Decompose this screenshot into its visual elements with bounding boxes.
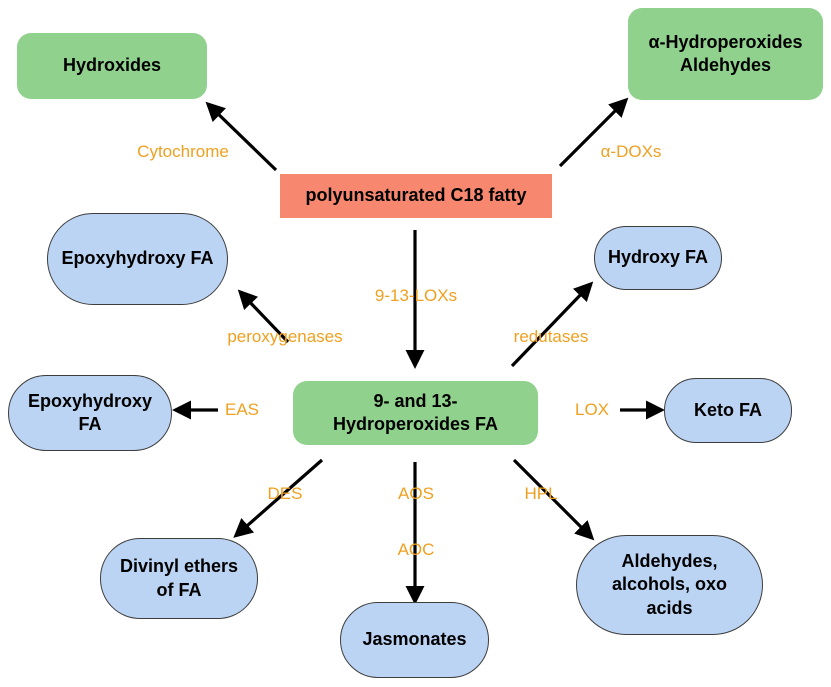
node-jasmonates: Jasmonates (340, 602, 489, 678)
arrow-to-epoxyhydroxy-top (237, 289, 290, 344)
label-alpha-dox: α-DOXs (600, 142, 662, 161)
node-alpha-hydroperoxides-aldehydes: α-Hydroperoxides Aldehydes (628, 8, 823, 100)
label-eas: EAS (224, 400, 260, 419)
label-redutases: redutases (513, 327, 589, 346)
label-cytochrome: Cytochrome (137, 142, 229, 161)
node-hydroxy-fa: Hydroxy FA (594, 226, 722, 290)
arrow-to-hydroxy-fa (510, 281, 594, 368)
node-9-13-hydroperoxides-fa: 9- and 13- Hydroperoxides FA (293, 381, 538, 445)
node-divinyl-ethers-of-fa: Divinyl ethers of FA (100, 538, 258, 619)
label-peroxygenases: peroxygenases (227, 327, 343, 346)
label-hpl: HPL (524, 484, 558, 503)
label-9-13-loxs: 9-13-LOXs (374, 286, 458, 305)
arrow-to-alpha-hydroperoxides (558, 97, 629, 168)
label-aoc: AOC (397, 540, 435, 559)
label-lox: LOX (574, 400, 610, 419)
label-des: DES (267, 484, 303, 503)
arrow-to-hydroxides (205, 101, 278, 172)
node-aldehydes-alcohols-oxo-acids: Aldehydes, alcohols, oxo acids (576, 535, 763, 635)
node-polyunsaturated-c18-fatty: polyunsaturated C18 fatty (280, 174, 552, 218)
label-aos: AOS (398, 484, 434, 503)
arrow-to-divinyl-ethers (233, 458, 324, 538)
node-keto-fa: Keto FA (664, 378, 792, 443)
node-epoxyhydroxy-fa-top: Epoxyhydroxy FA (47, 213, 228, 305)
node-hydroxides: Hydroxides (17, 33, 207, 99)
arrow-to-aldehydes-alcohols (512, 458, 595, 541)
node-epoxyhydroxy-fa-left: Epoxyhydroxy FA (8, 375, 172, 451)
